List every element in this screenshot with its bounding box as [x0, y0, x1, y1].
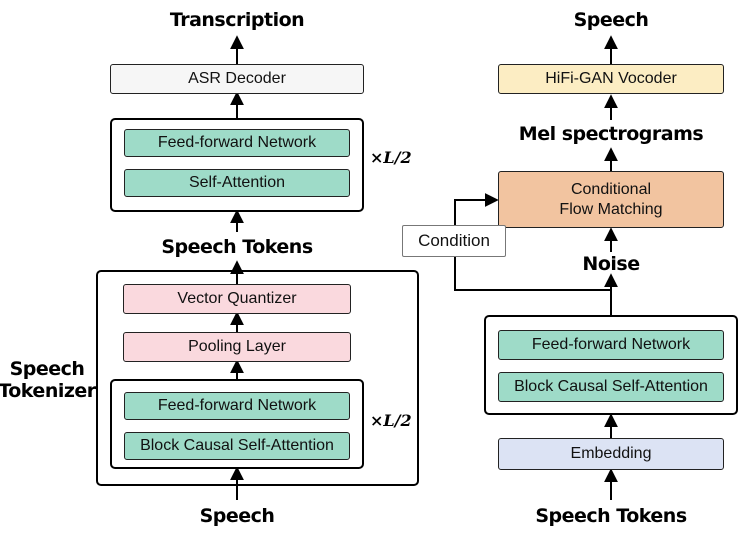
speech-input-label: Speech	[199, 505, 275, 527]
condition-label-box: Condition	[402, 225, 506, 257]
decoder-attention-box: Self-Attention	[124, 169, 350, 197]
generator-ffn-box: Feed-forward Network	[498, 330, 724, 360]
hifi-gan-vocoder-box: HiFi-GAN Vocoder	[498, 64, 724, 94]
tokenizer-encoder-block: Feed-forward Network Block Causal Self-A…	[110, 379, 364, 469]
embedding-box: Embedding	[498, 438, 724, 470]
vector-quantizer-box: Vector Quantizer	[123, 284, 351, 314]
decoder-repeat-label: ×L/2	[370, 148, 412, 167]
speech-output-label: Speech	[573, 9, 649, 31]
tokenizer-ffn-box: Feed-forward Network	[124, 392, 350, 420]
transcription-label: Transcription	[169, 9, 305, 31]
speech-tokenizer-frame	[96, 270, 419, 486]
speech-tokenizer-label-line2: Tokenizer	[0, 380, 96, 402]
mel-spectrograms-label: Mel spectrograms	[518, 123, 704, 145]
asr-decoder-box: ASR Decoder	[110, 64, 364, 94]
tokenizer-attention-box: Block Causal Self-Attention	[124, 432, 350, 460]
decoder-block: Feed-forward Network Self-Attention	[110, 118, 364, 212]
generator-block: Feed-forward Network Block Causal Self-A…	[484, 315, 738, 415]
pooling-layer-box: Pooling Layer	[123, 332, 351, 362]
noise-label: Noise	[582, 253, 640, 275]
tokenizer-repeat-label: ×L/2	[370, 411, 412, 430]
generator-attention-box: Block Causal Self-Attention	[498, 372, 724, 402]
cfm-line2: Flow Matching	[559, 200, 663, 218]
decoder-ffn-box: Feed-forward Network	[124, 129, 350, 157]
speech-tokens-label: Speech Tokens	[161, 236, 313, 258]
speech-tokenizer-label-line1: Speech	[9, 358, 85, 380]
conditional-flow-matching-box: Conditional Flow Matching	[498, 171, 724, 228]
cfm-line1: Conditional	[570, 180, 652, 198]
speech-tokens-input-label: Speech Tokens	[535, 505, 687, 527]
